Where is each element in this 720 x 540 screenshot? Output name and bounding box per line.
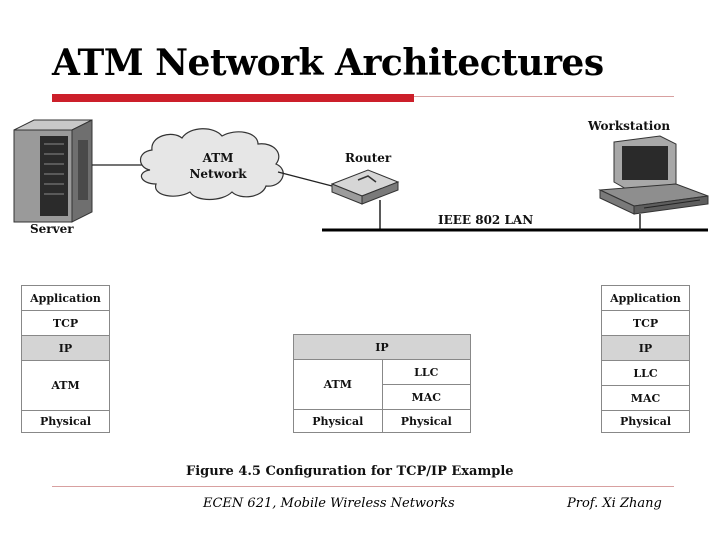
cloud-router-link bbox=[277, 171, 333, 187]
ws-layer-physical: Physical bbox=[619, 415, 672, 428]
stack-layer-application: Application bbox=[22, 286, 109, 311]
router-icon bbox=[330, 169, 400, 205]
router-layer-atm: ATM bbox=[294, 360, 382, 410]
ws-layer-application: Application bbox=[602, 286, 689, 311]
figure-caption: Figure 4.5 Configuration for TCP/IP Exam… bbox=[186, 464, 514, 479]
router-layer-llc: LLC bbox=[382, 360, 470, 385]
server-icon bbox=[13, 119, 93, 223]
title-underline-bar bbox=[52, 94, 414, 102]
network-topology-diagram: Server ATM Network Router IEEE 802 LAN W… bbox=[13, 119, 709, 236]
stack-layer-atm: ATM bbox=[22, 361, 109, 411]
footer-rule bbox=[52, 486, 674, 487]
router-layer-physical-left: Physical bbox=[312, 415, 364, 428]
router-layer-mac: MAC bbox=[382, 385, 470, 410]
lan-label: IEEE 802 LAN bbox=[438, 213, 533, 227]
atm-cloud-icon bbox=[139, 128, 284, 201]
workstation-label: Workstation bbox=[587, 119, 670, 133]
router-label: Router bbox=[345, 151, 392, 165]
ws-layer-ip: IP bbox=[602, 336, 689, 361]
router-protocol-stack: IP ATM Physical LLC MAC Physical bbox=[293, 334, 471, 433]
footer-course: ECEN 621, Mobile Wireless Networks bbox=[203, 496, 455, 511]
workstation-icon bbox=[598, 135, 709, 215]
cloud-label-line2: Network bbox=[189, 167, 247, 181]
cloud-label-line1: ATM bbox=[202, 151, 234, 165]
router-layer-ip: IP bbox=[294, 335, 470, 360]
stack-layer-tcp: TCP bbox=[22, 311, 109, 336]
workstation-protocol-stack: Application TCP IP LLC MAC Physical bbox=[601, 285, 690, 433]
stack-layer-physical: Physical bbox=[39, 415, 92, 428]
router-layer-physical-right: Physical bbox=[400, 415, 452, 428]
server-label: Server bbox=[30, 222, 74, 236]
title-underline-rule bbox=[414, 96, 674, 97]
ws-layer-tcp: TCP bbox=[602, 311, 689, 336]
footer-author: Prof. Xi Zhang bbox=[567, 496, 662, 511]
ws-layer-llc: LLC bbox=[602, 361, 689, 386]
slide-title: ATM Network Architectures bbox=[52, 42, 604, 84]
server-protocol-stack: Application TCP IP ATM Physical bbox=[21, 285, 110, 433]
stack-layer-ip: IP bbox=[22, 336, 109, 361]
ws-layer-mac: MAC bbox=[602, 386, 689, 411]
